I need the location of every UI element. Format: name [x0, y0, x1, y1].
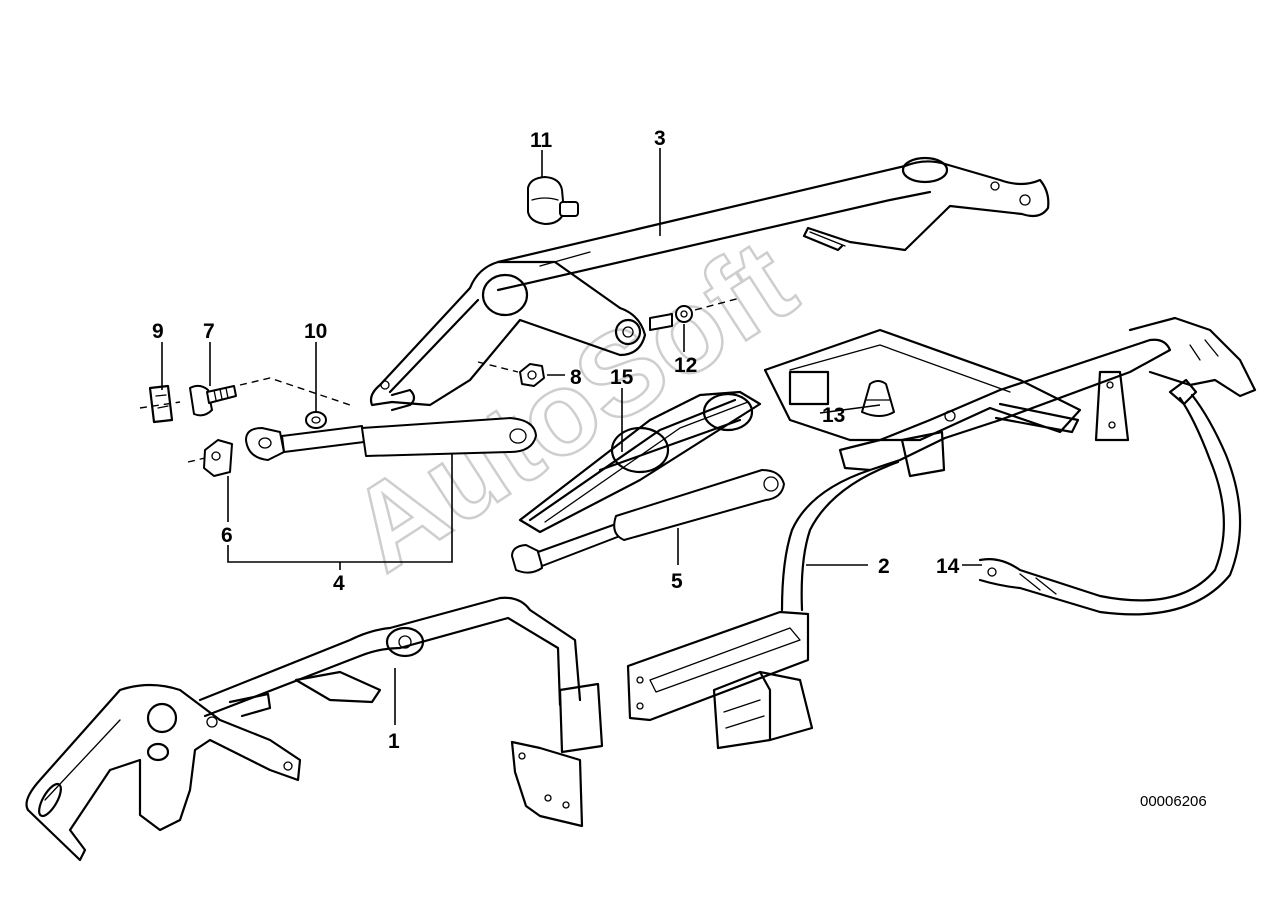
part-10-washer: [305, 411, 327, 429]
part-2-right-hinge: [626, 316, 1257, 750]
callout-2: 2: [878, 555, 890, 578]
callout-11: 11: [530, 129, 553, 152]
callout-6: 6: [221, 524, 233, 547]
callout-numbers: 11 3 9 7 10 8 12 15 13 6 4 5 2 14 1: [152, 127, 960, 753]
part-9-clip: [139, 384, 181, 424]
leader-lines: [161, 148, 982, 725]
callout-3: 3: [654, 127, 666, 150]
callout-10: 10: [304, 320, 327, 343]
part-13-bump-stop: [861, 380, 895, 417]
part-11-rubber-stop: [527, 176, 579, 225]
part-14-strap: [978, 378, 1242, 616]
part-6-ball-socket: [187, 439, 233, 477]
part-12-bolt: [649, 297, 741, 331]
callout-4: 4: [333, 572, 345, 595]
part-3-upper-bow: [369, 156, 1050, 412]
part-15-strut-bracket: [518, 390, 762, 534]
callout-8: 8: [570, 366, 582, 389]
reference-number: 00006206: [1140, 793, 1207, 810]
part-7-bolt: [189, 377, 351, 417]
callout-9: 9: [152, 320, 164, 343]
callout-7: 7: [203, 320, 215, 343]
callout-5: 5: [671, 570, 683, 593]
callout-14: 14: [936, 555, 960, 578]
callout-12: 12: [674, 354, 697, 377]
part-4-gas-strut: [245, 417, 537, 461]
part-5-gas-strut: [511, 469, 785, 574]
part-8-nut: [477, 361, 545, 387]
callout-1: 1: [388, 730, 400, 753]
callout-15: 15: [610, 366, 634, 389]
callout-13: 13: [822, 404, 845, 427]
part-1-left-hinge: [25, 596, 604, 862]
